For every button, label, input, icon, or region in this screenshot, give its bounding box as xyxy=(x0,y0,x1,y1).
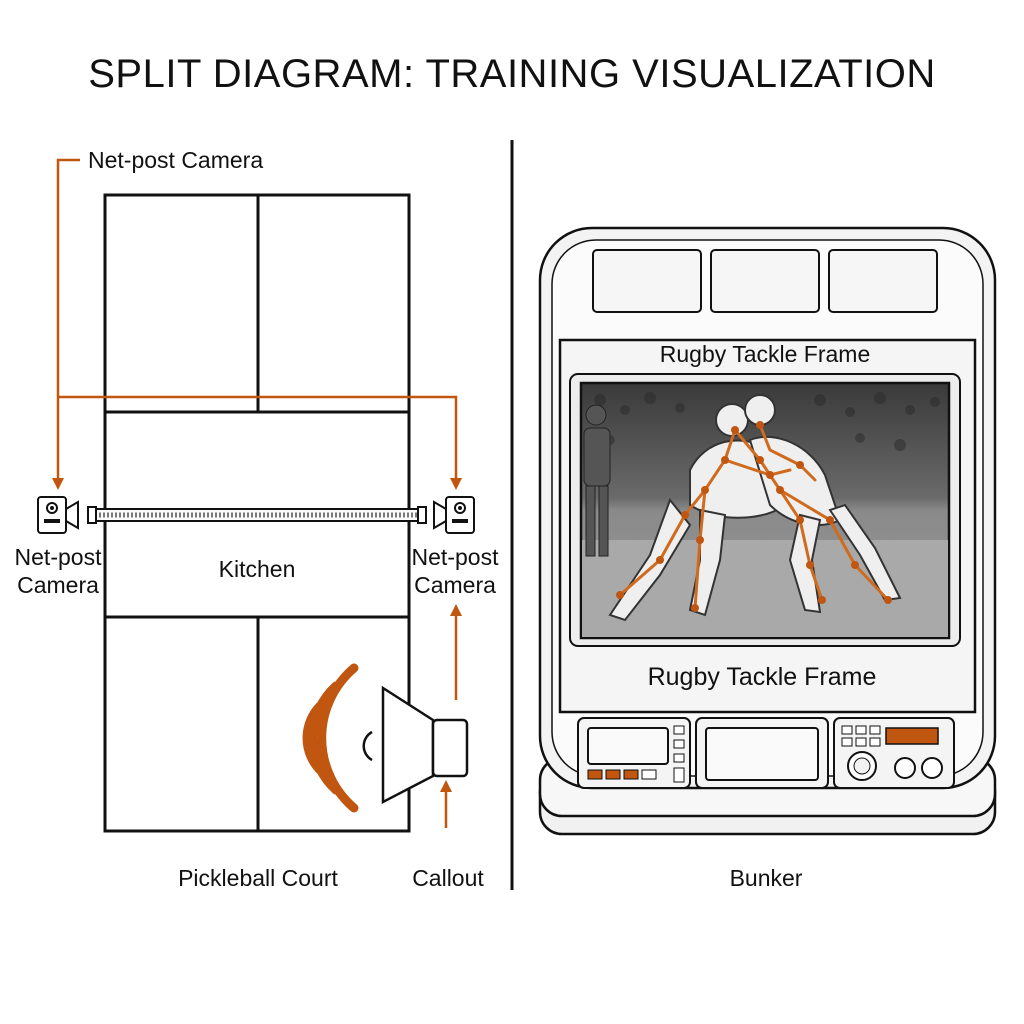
top-camera-label: Net-post Camera xyxy=(88,147,264,173)
left-camera-label: Net-post Camera xyxy=(4,543,112,599)
camera-icon xyxy=(433,496,475,534)
camera-icon xyxy=(37,496,79,534)
camera-feed-lines xyxy=(52,158,462,828)
net xyxy=(87,506,427,524)
right-camera-label: Net-post Camera xyxy=(400,543,510,599)
control-deck xyxy=(577,717,955,789)
kitchen-label: Kitchen xyxy=(218,556,296,582)
screen-label-bottom: Rugby Tackle Frame xyxy=(647,663,877,691)
speaker-caption: Callout xyxy=(412,865,484,891)
court-caption: Pickleball Court xyxy=(178,865,338,891)
left-camera-label-line1: Net-post xyxy=(14,544,102,570)
screen-label-top: Rugby Tackle Frame xyxy=(659,341,871,367)
page-title: SPLIT DIAGRAM: TRAINING VISUALIZATION xyxy=(88,52,936,96)
speaker-icon xyxy=(302,663,469,813)
right-camera-label-line1: Net-post xyxy=(411,544,499,570)
left-camera-label-line2: Camera xyxy=(17,572,99,598)
bunker-caption: Bunker xyxy=(729,865,803,891)
tackle-photo xyxy=(579,381,951,640)
right-camera-label-line2: Camera xyxy=(414,572,496,598)
